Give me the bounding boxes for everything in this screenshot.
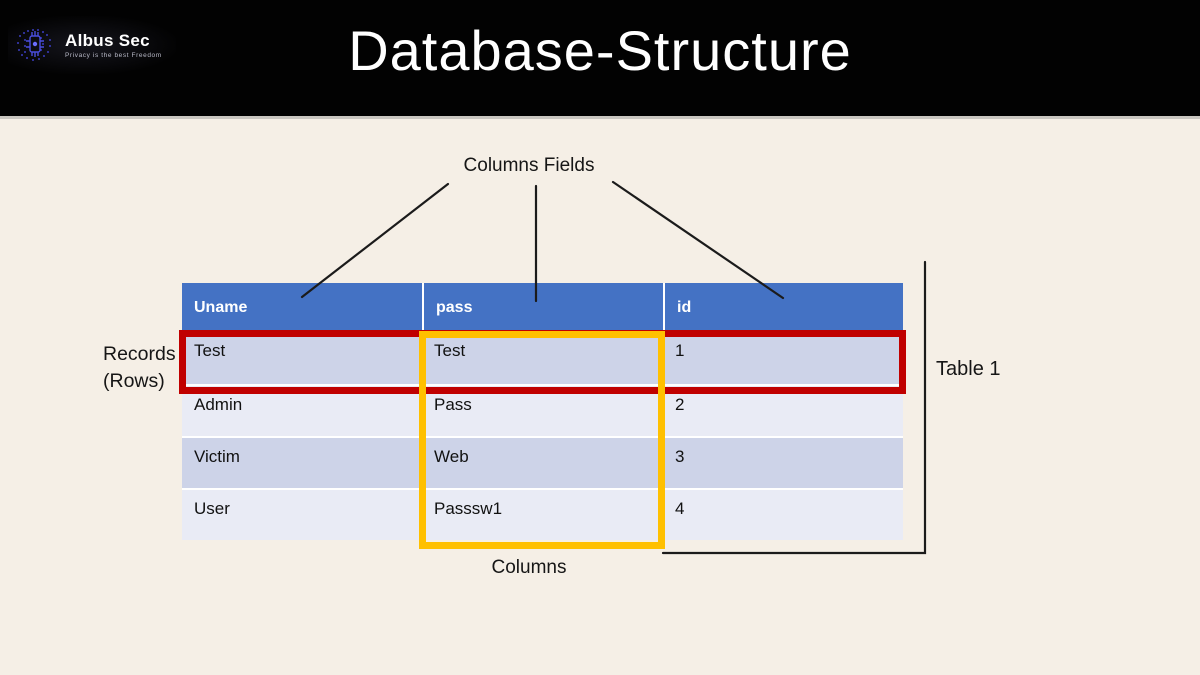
logo-tagline: Privacy is the best Freedom (65, 52, 162, 59)
logo-name: Albus Sec (65, 31, 150, 50)
cell-uname: Victim (194, 447, 240, 466)
columns-label: Columns (491, 557, 567, 578)
records-rows-label: Records (Rows) (103, 341, 176, 395)
cell-id: 3 (675, 447, 685, 466)
connector-line-id (611, 180, 785, 300)
page-title: Database-Structure (348, 19, 852, 82)
albus-sec-logo: Albus Sec Privacy is the best Freedom (8, 16, 176, 74)
columns-fields-label: Columns Fields (463, 155, 595, 176)
records-label-line1: Records (103, 343, 176, 365)
connector-line-uname (300, 182, 450, 299)
pass-column-highlight (419, 331, 665, 549)
column-header-id: id (663, 283, 903, 332)
circuit-brain-icon (17, 29, 51, 61)
table-name-label: Table 1 (936, 358, 1001, 380)
cell-pass: Passsw1 (434, 499, 503, 518)
column-header-uname: Uname (194, 298, 248, 316)
logo-text: Albus Sec Privacy is the best Freedom (65, 31, 162, 59)
title-band: Albus Sec Privacy is the best Freedom Da… (0, 0, 1200, 119)
table-header-row: Uname pass id (182, 283, 903, 332)
cell-pass: Pass (434, 395, 472, 414)
cell-uname: User (194, 499, 230, 518)
column-header-pass: pass (422, 283, 663, 332)
cell-uname: Test (194, 341, 226, 360)
cell-uname: Admin (194, 395, 243, 414)
cell-pass: Test (434, 341, 466, 360)
cell-pass: Web (434, 447, 469, 466)
records-label-line2: (Rows) (103, 370, 165, 392)
cell-id: 4 (675, 499, 685, 518)
